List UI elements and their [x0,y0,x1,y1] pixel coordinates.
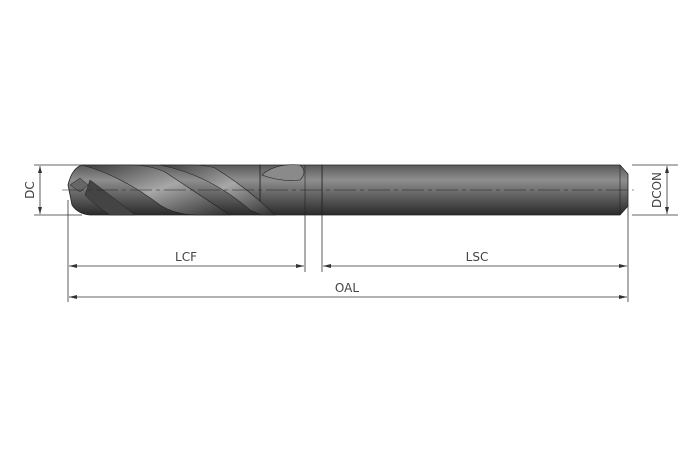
oal-label: OAL [335,281,359,295]
lsc-label: LSC [466,250,489,264]
dc-label: DC [23,181,37,199]
oal-dimension: OAL [69,281,627,299]
lcf-dimension: LCF [69,250,304,268]
lcf-label: LCF [175,250,197,264]
dcon-dimension: DCON [632,164,678,216]
lsc-dimension: LSC [323,250,627,268]
dc-dimension: DC [23,164,82,216]
drill-body [62,164,634,216]
dcon-label: DCON [650,172,664,208]
